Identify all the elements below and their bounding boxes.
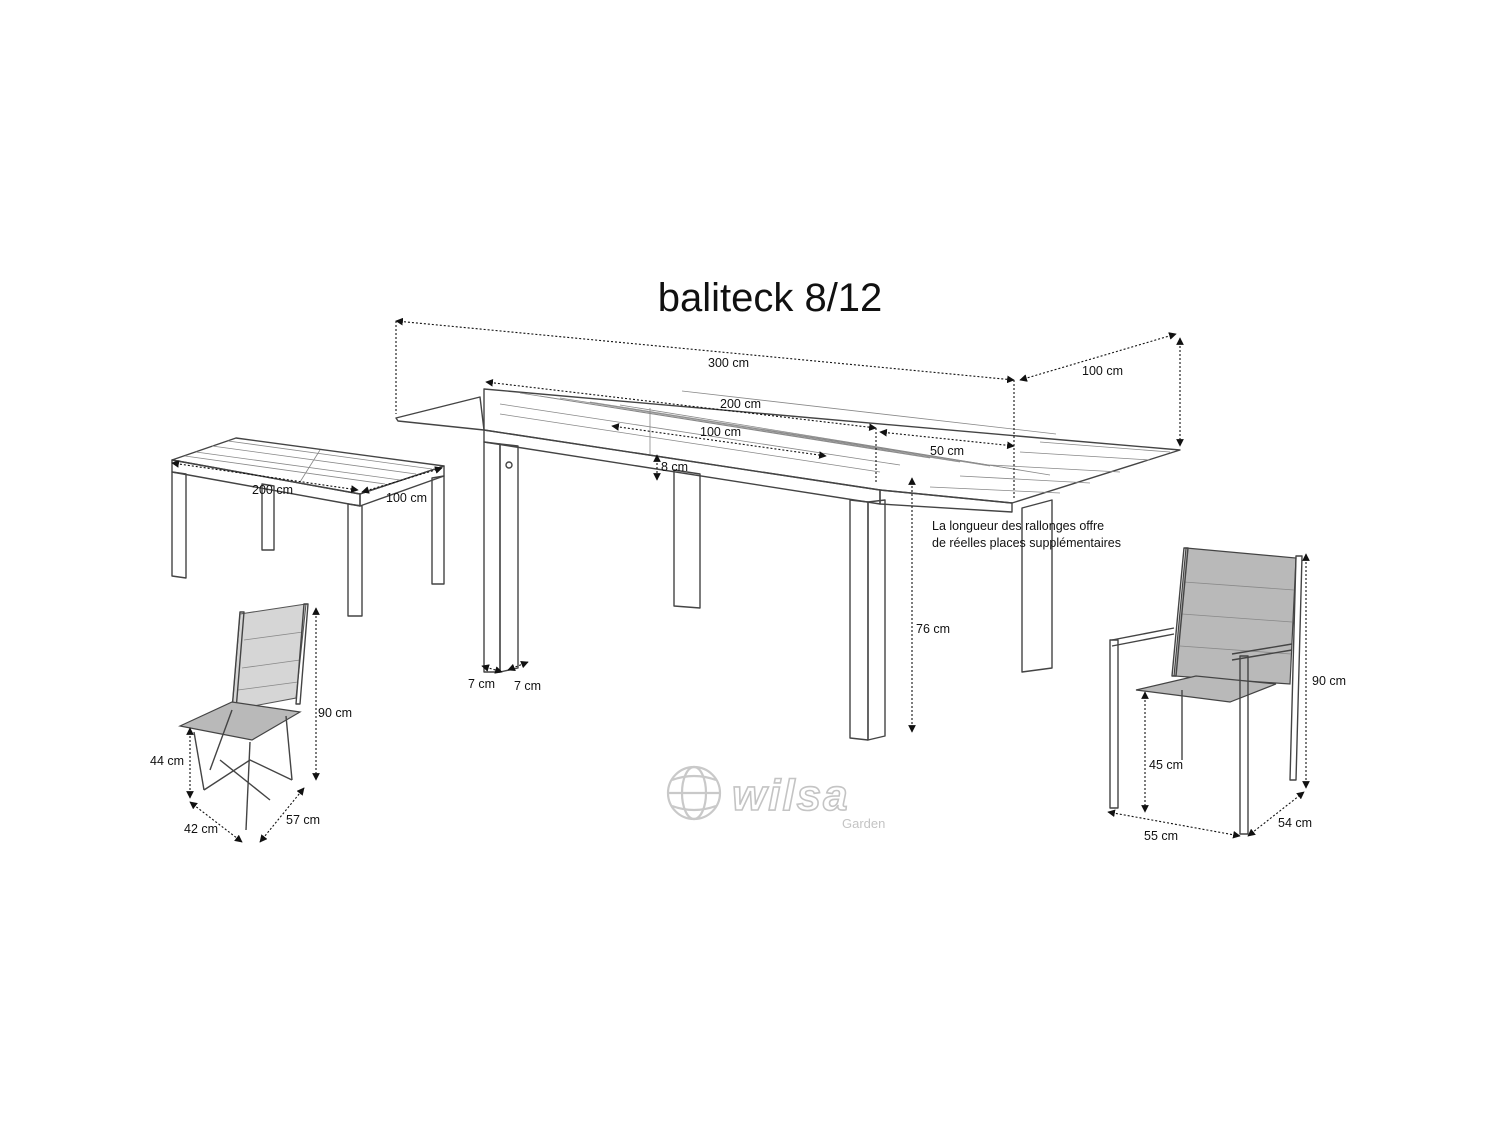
front-right-leg-side: [867, 499, 886, 741]
folding-chair-seat: [178, 701, 302, 741]
left-extension-leaf: [395, 396, 485, 431]
small-table-leg-br: [431, 475, 445, 585]
note-line-2: de réelles places supplémentaires: [932, 536, 1121, 550]
label-200cm: 200 cm: [720, 397, 761, 411]
dimline-50: [879, 428, 1015, 450]
armchair-front-left-leg: [1109, 639, 1119, 809]
label-fchair-44cm: 44 cm: [150, 754, 184, 768]
label-small-100cm: 100 cm: [386, 491, 427, 505]
label-100cm-inner: 100 cm: [700, 425, 741, 439]
small-table-leg-fr: [347, 503, 363, 617]
armchair-right-arm: [1231, 643, 1293, 655]
back-right-leg: [1021, 499, 1053, 673]
stacking-armchair: [1109, 547, 1303, 835]
label-300cm: 300 cm: [708, 356, 749, 370]
watermark-sub: Garden: [842, 816, 885, 831]
label-7cm-depth: 7 cm: [468, 677, 495, 691]
label-76cm: 76 cm: [916, 622, 950, 636]
dimline-small-100: [361, 466, 443, 494]
dimline-300: [395, 317, 1015, 384]
diagram-title: baliteck 8/12: [658, 276, 883, 320]
armchair-left-arm: [1111, 627, 1175, 641]
leg-bolt: [505, 461, 513, 469]
label-achair-90cm: 90 cm: [1312, 674, 1346, 688]
armchair-back-post: [1289, 555, 1303, 781]
dimline-200: [485, 378, 877, 432]
small-table: [171, 437, 445, 617]
label-fchair-90cm: 90 cm: [318, 706, 352, 720]
table-apron-right: [879, 489, 1013, 513]
label-50cm: 50 cm: [930, 444, 964, 458]
front-right-leg: [849, 499, 869, 741]
label-small-200cm: 200 cm: [252, 483, 293, 497]
label-fchair-57cm: 57 cm: [286, 813, 320, 827]
large-table-dimensions: [395, 317, 1184, 733]
front-left-leg-side: [499, 443, 519, 673]
table-top-slats: [499, 392, 1171, 494]
label-achair-45cm: 45 cm: [1149, 758, 1183, 772]
small-table-leg-fl: [171, 471, 187, 579]
armchair-seat: [1135, 675, 1277, 703]
label-fchair-42cm: 42 cm: [184, 822, 218, 836]
wilsa-watermark: wilsa Garden: [666, 765, 885, 831]
front-left-leg: [483, 441, 501, 673]
wilsa-globe-logo-icon: [666, 765, 722, 821]
watermark-brand: wilsa: [732, 771, 850, 820]
dimline-100-width: [1019, 332, 1177, 382]
label-7cm-width: 7 cm: [514, 679, 541, 693]
armchair-back: [1173, 547, 1297, 685]
dimline-fchair-42: [189, 801, 243, 843]
folding-chair: [178, 603, 309, 831]
label-100cm-width: 100 cm: [1082, 364, 1123, 378]
dimline-7-a: [481, 664, 503, 674]
dimline-100-inner: [611, 423, 827, 459]
dimline-7-b: [507, 660, 529, 672]
note-line-1: La longueur des rallonges offre: [932, 519, 1104, 533]
label-achair-55cm: 55 cm: [1144, 829, 1178, 843]
label-8cm: 8 cm: [661, 460, 688, 474]
back-left-leg: [673, 469, 701, 609]
label-achair-54cm: 54 cm: [1278, 816, 1312, 830]
dimline-small-200: [171, 460, 359, 493]
